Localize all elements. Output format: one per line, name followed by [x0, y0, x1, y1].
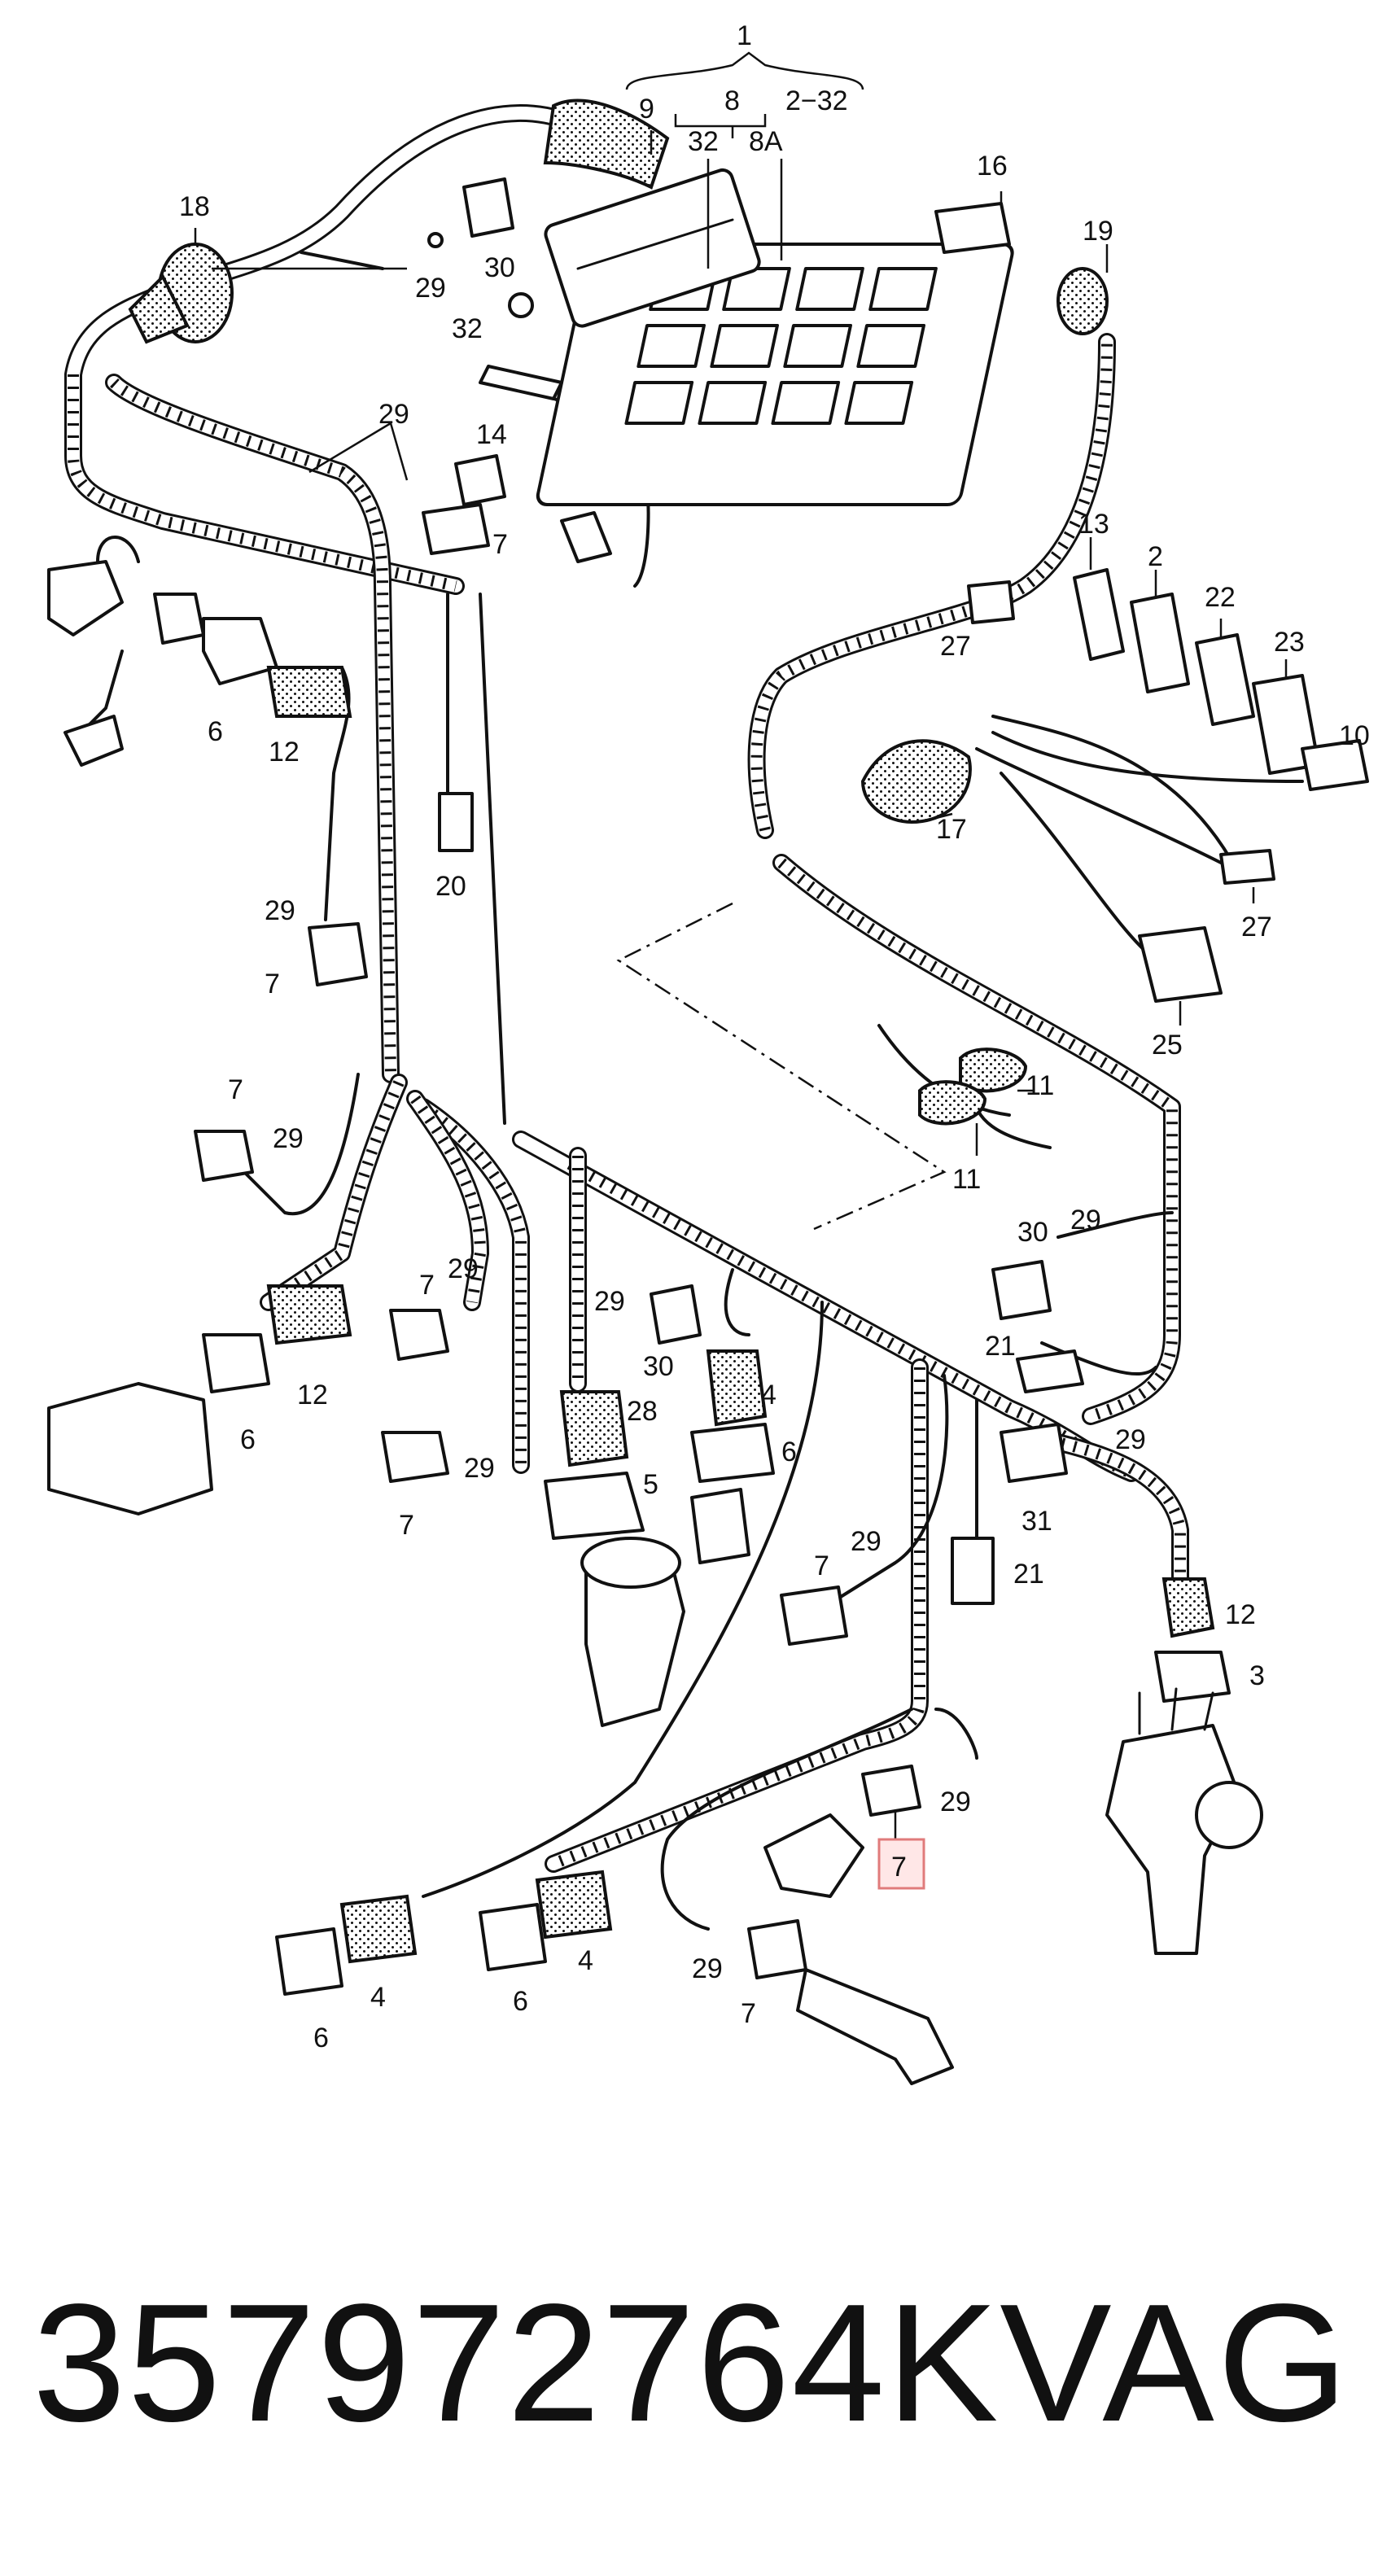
thin-wires [243, 251, 1304, 1931]
callout-11: 11 [952, 1164, 981, 1195]
callout-12: 12 [297, 1380, 328, 1410]
callout-25: 25 [1152, 1030, 1183, 1061]
callout-2-32: 2−32 [785, 85, 848, 116]
callout-17: 17 [936, 814, 967, 845]
highlight-box [877, 1838, 925, 1890]
callout-30: 30 [1017, 1217, 1048, 1248]
callout-6: 6 [781, 1437, 797, 1467]
reference-line [616, 902, 947, 1231]
callout-29: 29 [1115, 1424, 1146, 1455]
control-unit [536, 98, 1014, 506]
callout-7: 7 [419, 1270, 435, 1301]
callout-27: 27 [1241, 912, 1272, 942]
callout-29: 29 [265, 895, 295, 926]
callout-14: 14 [476, 419, 507, 450]
callout-4: 4 [761, 1380, 776, 1410]
callout-10: 10 [1339, 720, 1370, 751]
part-number: 357972764K [33, 2269, 1000, 2456]
footer: 357972764K VAG [33, 2279, 1351, 2523]
callout-32: 32 [452, 313, 483, 344]
connectors [47, 177, 1369, 2085]
callout-labels: 1 9 8 2−32 32 8A 18 30 29 32 16 19 29 14… [179, 20, 1370, 2053]
wiring-harness-diagram: 1 9 8 2−32 32 8A 18 30 29 32 16 19 29 14… [47, 20, 1370, 2085]
callout-23: 23 [1274, 627, 1305, 658]
callout-1: 1 [737, 20, 752, 51]
callout-7: 7 [741, 1998, 756, 2029]
callout-19: 19 [1083, 216, 1113, 247]
callout-6: 6 [513, 1986, 528, 2017]
callout-13: 13 [1078, 509, 1109, 540]
callout-29: 29 [464, 1453, 495, 1484]
callout-29: 29 [378, 399, 409, 430]
callout-4: 4 [370, 1982, 386, 2013]
grommet-17 [860, 739, 972, 824]
callout-8A: 8A [749, 126, 783, 157]
brand-label: VAG [1000, 2269, 1351, 2456]
callout-27: 27 [940, 631, 971, 662]
callout-8: 8 [724, 85, 740, 116]
callout-9: 9 [639, 94, 654, 125]
callout-7-highlighted: 7 [891, 1852, 907, 1883]
callout-7: 7 [228, 1074, 243, 1105]
callout-6: 6 [208, 716, 223, 747]
callout-21: 21 [1013, 1559, 1044, 1590]
callout-5: 5 [643, 1469, 658, 1500]
callout-29: 29 [448, 1253, 479, 1284]
callout-29: 29 [1070, 1205, 1101, 1236]
callout-29: 29 [940, 1787, 971, 1817]
callout-18: 18 [179, 191, 210, 222]
callout-4: 4 [578, 1945, 593, 1976]
callout-11: 11 [1026, 1070, 1054, 1101]
callout-30: 30 [643, 1351, 674, 1382]
callout-29: 29 [692, 1953, 723, 1984]
callout-6: 6 [240, 1424, 256, 1455]
callout-7: 7 [492, 529, 508, 560]
callout-29: 29 [273, 1123, 304, 1154]
callout-22: 22 [1205, 582, 1236, 613]
harness-looms [64, 104, 1189, 1873]
callout-29: 29 [594, 1286, 625, 1317]
callout-28: 28 [627, 1396, 658, 1427]
callout-29: 29 [415, 273, 446, 304]
callout-32: 32 [688, 126, 719, 157]
callout-6: 6 [313, 2023, 329, 2053]
callout-7: 7 [814, 1550, 829, 1581]
callout-7: 7 [265, 969, 280, 999]
callout-16: 16 [977, 151, 1008, 182]
leader-lines [194, 51, 1288, 1839]
callout-30: 30 [484, 252, 515, 283]
callout-2: 2 [1148, 541, 1163, 572]
callout-12: 12 [1225, 1599, 1256, 1630]
grommet-19 [1056, 267, 1109, 335]
callout-20: 20 [435, 871, 466, 902]
callout-12: 12 [269, 737, 300, 768]
callout-7: 7 [399, 1510, 414, 1541]
callout-3: 3 [1249, 1660, 1265, 1691]
callout-29: 29 [851, 1526, 881, 1557]
callout-31: 31 [1021, 1506, 1052, 1537]
callout-21: 21 [985, 1331, 1016, 1362]
